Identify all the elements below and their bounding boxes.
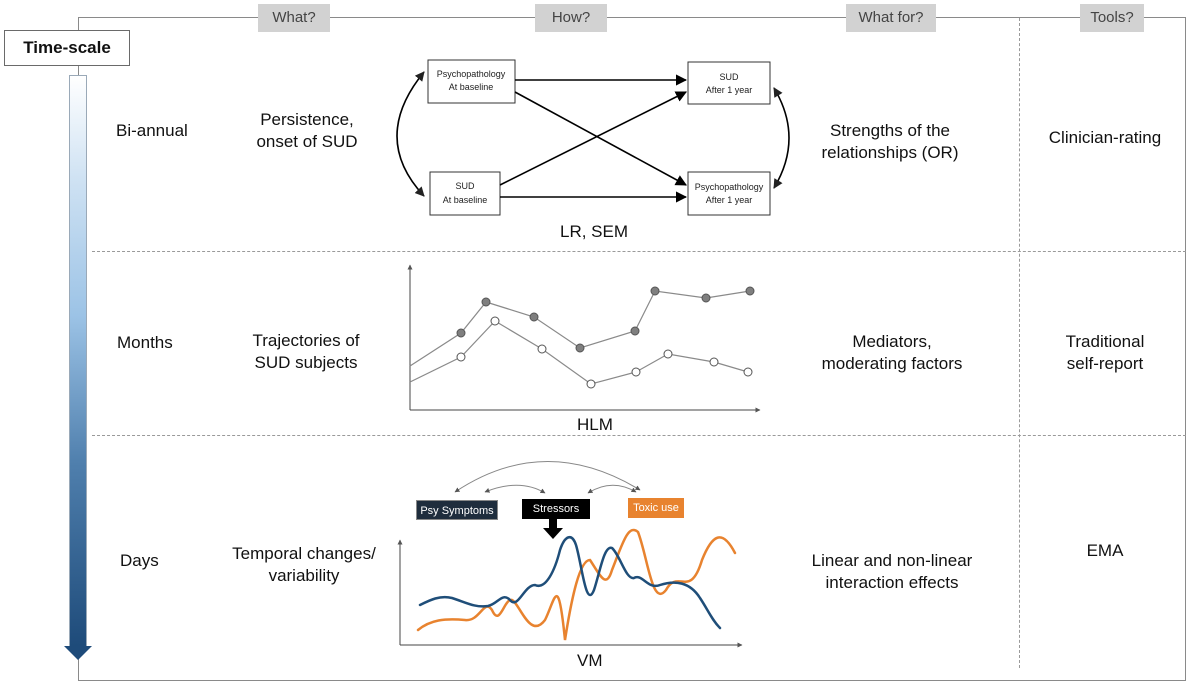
hlm-point xyxy=(631,367,641,377)
header-what-for: What for? xyxy=(846,4,936,32)
box-psy-baseline-line1: Psychopathology xyxy=(437,69,506,79)
method-lr-sem: LR, SEM xyxy=(560,222,629,241)
time-scale-arrow-head xyxy=(64,646,92,660)
correlation-baseline xyxy=(396,71,425,197)
box-sud-baseline xyxy=(429,171,501,216)
box-sud-after xyxy=(687,61,771,105)
vm-series-psy-symptoms xyxy=(418,536,722,630)
hlm-point xyxy=(743,367,753,377)
hlm-plot xyxy=(407,264,761,413)
tools-row3: EMA xyxy=(1086,541,1124,560)
label-stressors: Stressors xyxy=(522,499,590,519)
hlm-point xyxy=(745,286,755,296)
hlm-point xyxy=(481,297,491,307)
link-psy-stressors xyxy=(484,484,546,494)
link-psy-toxic xyxy=(454,461,641,493)
hlm-point xyxy=(630,326,640,336)
timescale-months: Months xyxy=(117,333,173,352)
arrow-sud-to-sud xyxy=(499,91,688,186)
hlm-point xyxy=(575,343,585,353)
hlm-point xyxy=(529,312,539,322)
stressor-arrow-head xyxy=(543,528,563,539)
box-psy-baseline xyxy=(427,59,516,104)
box-psy-after xyxy=(687,171,771,216)
hlm-point xyxy=(456,328,466,338)
method-vm: VM xyxy=(577,651,603,670)
label-toxic-use: Toxic use xyxy=(628,498,684,518)
vm-plot xyxy=(397,461,743,648)
box-sud-baseline-line2: At baseline xyxy=(443,195,488,205)
timescale-bi-annual: Bi-annual xyxy=(116,121,188,140)
correlation-after xyxy=(773,87,790,189)
hlm-point xyxy=(586,379,596,389)
box-sud-after-line1: SUD xyxy=(719,72,739,82)
arrow-psy-to-psy xyxy=(514,91,687,186)
header-how: How? xyxy=(535,4,607,32)
hlm-point xyxy=(650,286,660,296)
path-diagram: Psychopathology At baseline SUD At basel… xyxy=(396,59,790,216)
method-hlm: HLM xyxy=(577,415,613,434)
hlm-point xyxy=(456,352,466,362)
header-tools: Tools? xyxy=(1080,4,1144,32)
row-divider-2 xyxy=(92,435,1186,436)
link-stressors-toxic xyxy=(587,484,637,494)
label-psy-symptoms: Psy Symptoms xyxy=(416,500,498,520)
box-psy-after-line2: After 1 year xyxy=(706,195,753,205)
what-row1: Persistence,onset of SUD xyxy=(256,110,358,151)
box-psy-baseline-line2: At baseline xyxy=(449,82,494,92)
timescale-days: Days xyxy=(120,551,159,570)
box-psy-after-line1: Psychopathology xyxy=(695,182,764,192)
box-sud-baseline-line1: SUD xyxy=(455,181,475,191)
time-scale-label: Time-scale xyxy=(4,30,130,66)
row-divider-1 xyxy=(92,251,1186,252)
hlm-point xyxy=(663,349,673,359)
hlm-point xyxy=(709,357,719,367)
box-sud-after-line2: After 1 year xyxy=(706,85,753,95)
tools-column-divider xyxy=(1019,18,1020,668)
stressor-arrow-shaft xyxy=(549,519,557,529)
what-for-row2: Mediators,moderating factors xyxy=(821,332,963,373)
hlm-point xyxy=(537,344,547,354)
what-row3: Temporal changes/variability xyxy=(232,544,376,585)
hlm-point xyxy=(701,293,711,303)
header-what: What? xyxy=(258,4,330,32)
tools-row1: Clinician-rating xyxy=(1048,128,1162,147)
hlm-point xyxy=(490,316,500,326)
